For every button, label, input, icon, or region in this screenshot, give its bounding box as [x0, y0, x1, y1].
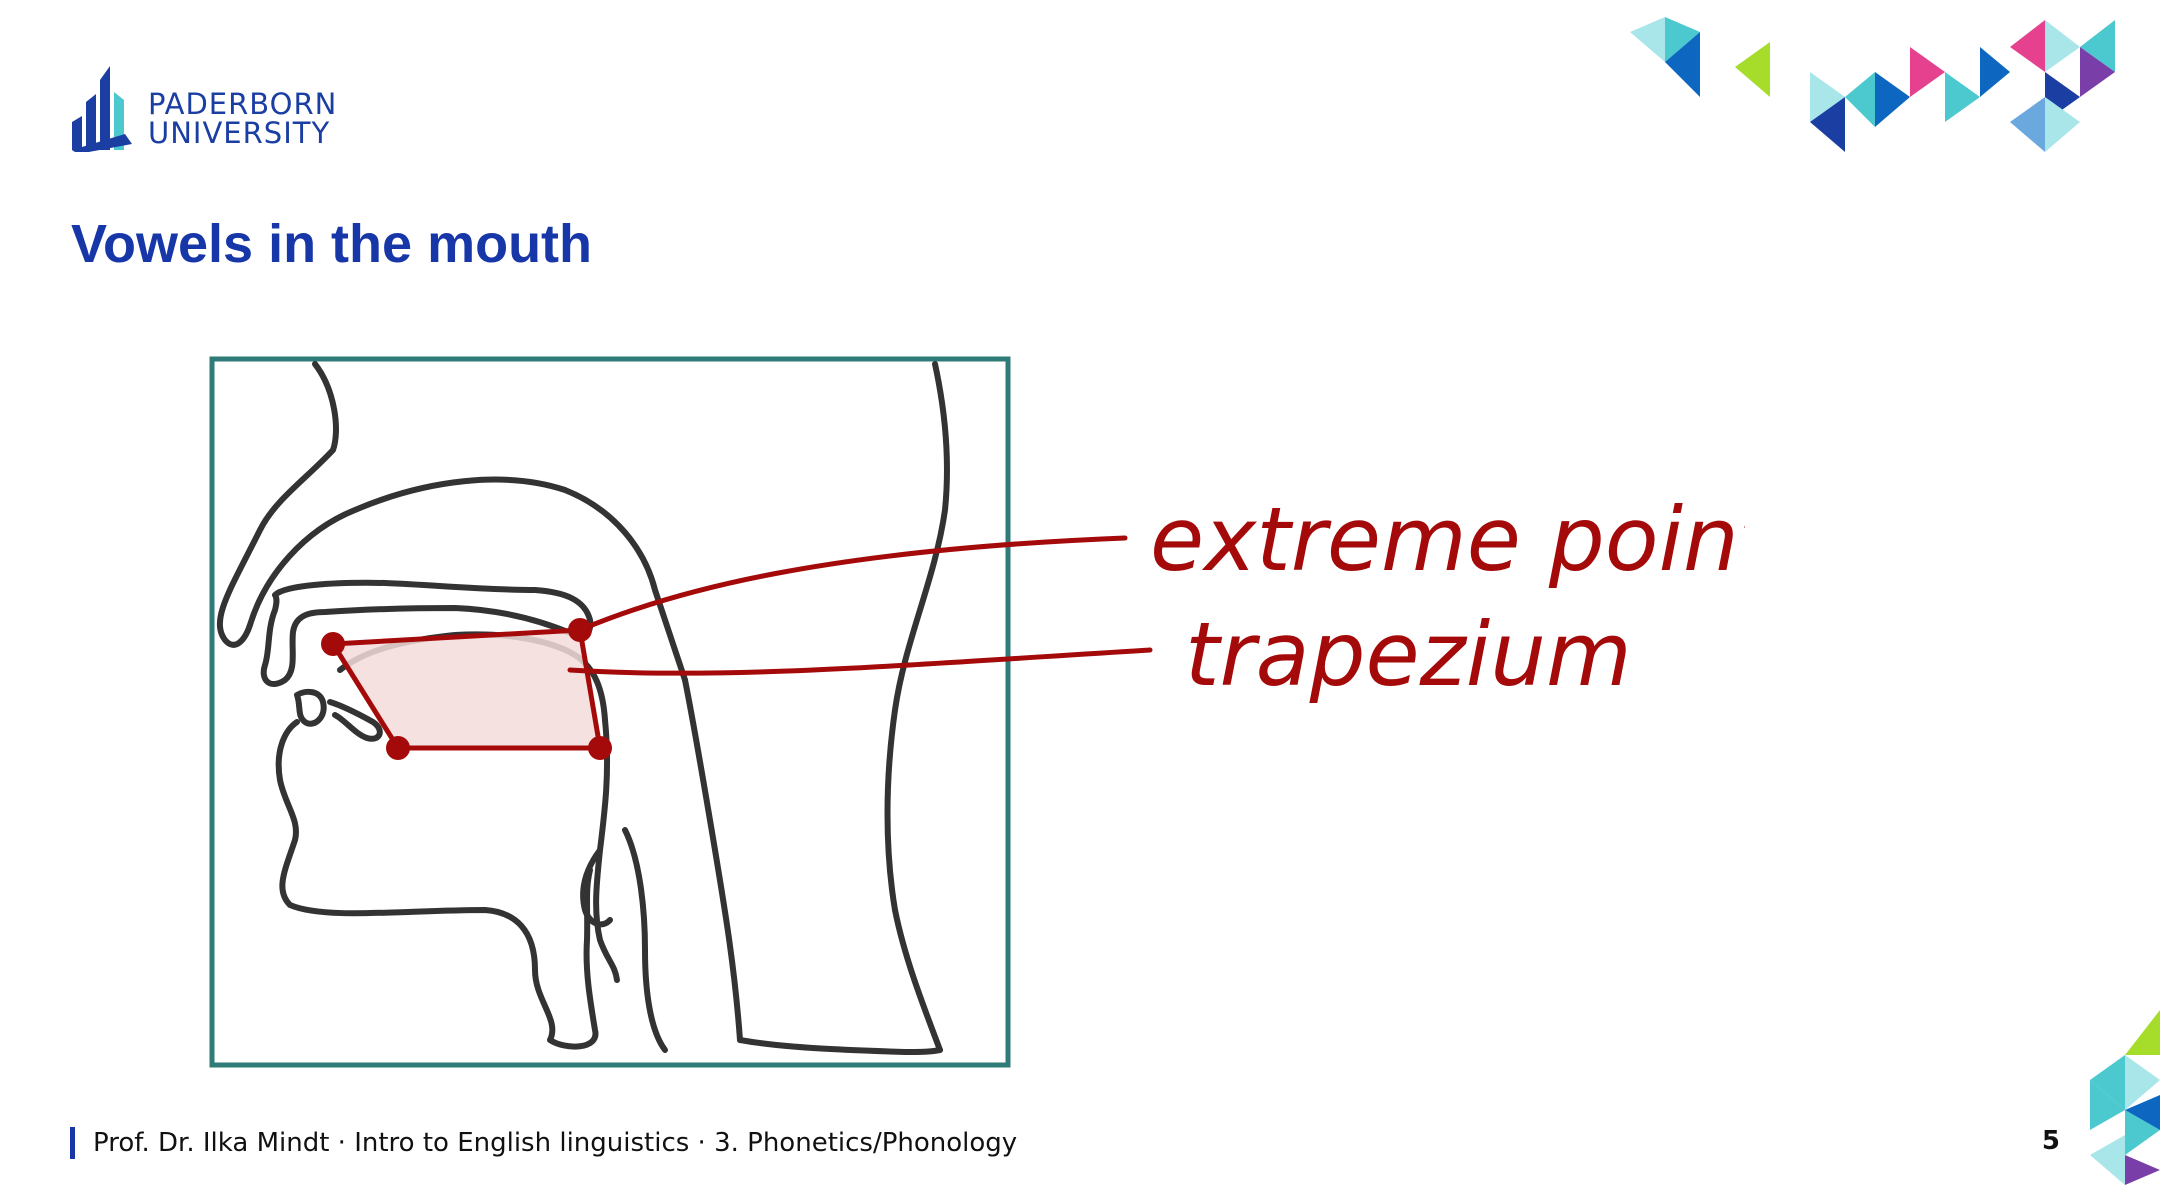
- diagram-frame: [209, 356, 1011, 1068]
- page-number: 5: [2041, 1126, 2060, 1156]
- extreme-points-pointer-line: [577, 535, 1128, 633]
- extreme-point-front-high: [321, 632, 345, 656]
- vowel-trapezium: [321, 618, 612, 760]
- annotation-extreme-points: extreme points: [1150, 488, 1745, 591]
- logo-line-2: UNIVERSITY: [148, 116, 331, 150]
- decorative-triangles-top: [1630, 17, 2115, 152]
- university-logo: PADERBORN UNIVERSITY: [70, 62, 340, 152]
- extreme-point-front-low: [386, 736, 410, 760]
- decorative-triangles-bottom: [2090, 1010, 2160, 1185]
- page-title: Vowels in the mouth: [71, 214, 593, 274]
- annotation-trapezium: trapezium: [1185, 603, 1632, 706]
- logo-line-1: PADERBORN: [148, 87, 338, 121]
- footer-accent-bar: [70, 1127, 75, 1159]
- trapezium-pointer-line: [567, 647, 1153, 676]
- logo-wordmark: PADERBORN UNIVERSITY: [148, 90, 337, 148]
- extreme-point-back-low: [588, 736, 612, 760]
- paderborn-university-logo-icon: [72, 66, 132, 152]
- vowel-trapezium-diagram: extreme points trapezium: [209, 356, 1745, 1068]
- footer-text: Prof. Dr. Ilka Mindt · Intro to English …: [93, 1128, 1018, 1158]
- footer: Prof. Dr. Ilka Mindt · Intro to English …: [70, 1126, 1017, 1160]
